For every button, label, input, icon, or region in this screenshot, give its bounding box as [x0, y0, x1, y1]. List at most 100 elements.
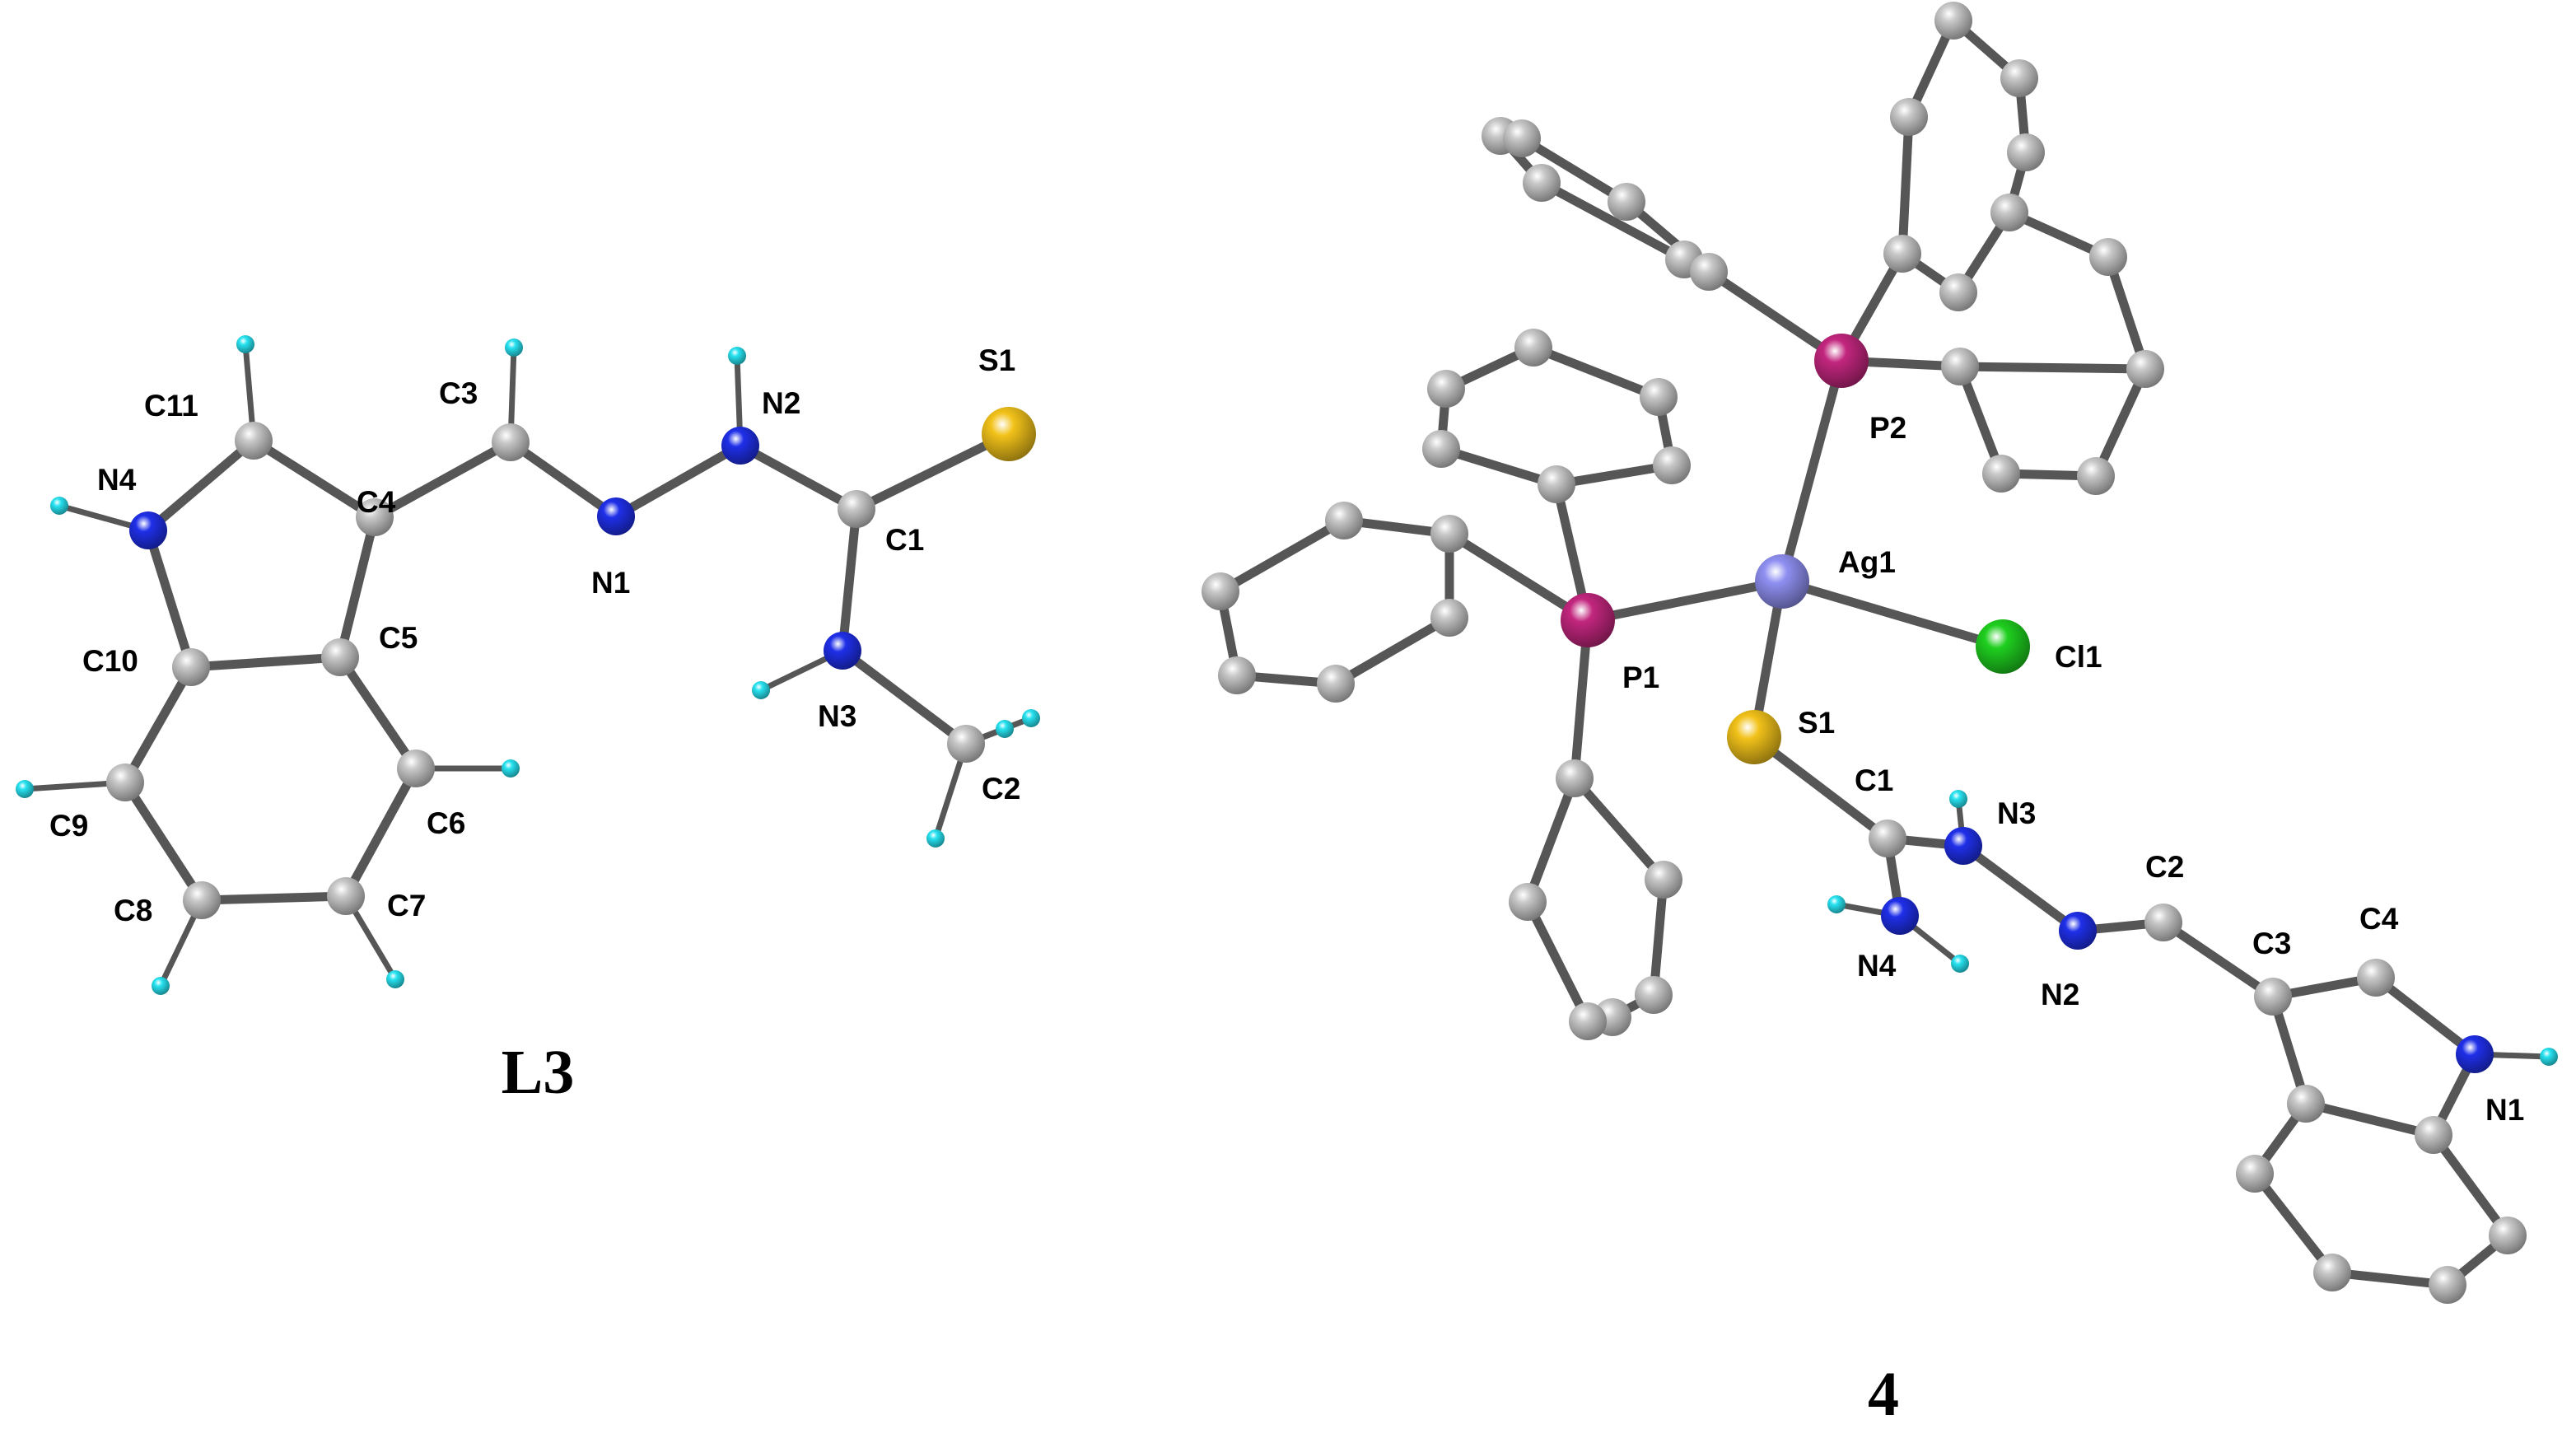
atom-label-n2: N2	[2041, 978, 2079, 1011]
atom-n1	[597, 497, 635, 535]
carbon-atom	[2489, 1217, 2527, 1254]
bond-c3-n1	[506, 437, 621, 521]
atom-p1	[1561, 593, 1615, 647]
bond-c7b-c9b	[2250, 1169, 2337, 1277]
complex-4-bonds	[1216, 16, 2552, 1290]
atom-c6	[397, 750, 435, 787]
atom-n3	[824, 632, 861, 670]
bond-s1b-c1b	[1749, 732, 1892, 843]
atom-label-n2: N2	[762, 386, 800, 420]
caption-4: 4	[1868, 1360, 1899, 1429]
bond-b2-b4	[1517, 133, 1631, 207]
carbon-atom	[1982, 455, 2020, 493]
carbon-atom	[1640, 378, 1678, 416]
hydrogen-atom	[236, 335, 254, 353]
bond-c4b-n1b	[2371, 973, 2480, 1059]
hydrogen-atom	[502, 759, 520, 778]
carbon-atom	[2415, 1116, 2452, 1154]
atom-s1	[1727, 710, 1781, 764]
hydrogen-atom	[505, 339, 523, 357]
carbon-atom	[1503, 119, 1541, 157]
atom-c10	[172, 648, 210, 686]
atom-ag1	[1755, 554, 1809, 609]
atom-label-cl1: Cl1	[2055, 640, 2102, 674]
bond-ag1-cl1	[1777, 577, 2008, 651]
atom-c5	[321, 638, 359, 676]
bond-f6-f4	[1331, 613, 1454, 689]
carbon-atom	[1427, 370, 1465, 408]
bond-c5-c10	[186, 652, 345, 672]
carbon-atom	[1422, 430, 1460, 468]
bond-n2-c1	[735, 441, 861, 514]
carbon-atom	[2000, 59, 2038, 97]
hydrogen-atom	[386, 970, 404, 988]
bond-g2-g4	[1523, 897, 1593, 1026]
atom-label-s1: S1	[1798, 706, 1835, 740]
bond-d4-d2	[2091, 364, 2150, 481]
atom-label-p2: P2	[1869, 411, 1906, 445]
atom-label-c3: C3	[439, 376, 478, 410]
carbon-atom	[1645, 861, 1682, 899]
bond-ag1-p1	[1583, 577, 1787, 625]
carbon-atom	[2126, 350, 2164, 388]
bond-n3-c2	[838, 646, 971, 749]
atom-label-n4: N4	[1857, 949, 1897, 983]
bond-d2-a8	[2103, 252, 2150, 374]
carbon-atom	[2089, 238, 2127, 276]
bond-c11-n4	[143, 436, 259, 535]
carbon-atom	[1538, 465, 1575, 503]
carbon-atom	[1325, 502, 1363, 539]
hydrogen-atom	[16, 780, 34, 798]
atom-label-ag1: Ag1	[1838, 545, 1896, 579]
l3-bonds	[21, 341, 1034, 989]
atom-label-c11: C11	[144, 389, 198, 423]
carbon-atom	[1990, 194, 2028, 231]
atom-label-n4: N4	[97, 463, 137, 497]
atom-c4	[2357, 959, 2395, 997]
bond-a3-a6	[1897, 112, 1914, 259]
atom-p2	[1814, 334, 1869, 388]
atom-label-n1: N1	[591, 566, 630, 600]
atom-c3	[492, 423, 530, 461]
carbon-atom	[1890, 98, 1928, 136]
carbon-atom	[2429, 1266, 2466, 1304]
carbon-atom	[1941, 348, 1979, 385]
atom-s1	[982, 407, 1036, 461]
bond-c4-c3	[370, 437, 516, 522]
bond-c5-c6	[335, 652, 421, 773]
atom-c2	[2144, 904, 2182, 941]
bond-e4-e6	[1436, 444, 1561, 489]
bond-f1-f3	[1216, 516, 1349, 596]
hydrogen-atom	[1827, 895, 1846, 913]
bond-p2-ag1	[1777, 356, 1846, 586]
atom-cl1	[1976, 619, 2030, 674]
bond-c10-c9	[120, 662, 196, 787]
bond-c5b-c6b	[2301, 1099, 2438, 1140]
carbon-atom	[1218, 656, 1256, 694]
atom-label-c2: C2	[2145, 850, 2184, 884]
bond-c8b-c6b	[2429, 1130, 2513, 1240]
hydrogen-atom	[996, 720, 1014, 738]
carbon-atom	[1430, 599, 1468, 637]
carbon-atom	[1635, 976, 1673, 1014]
bond-c4-c5	[335, 512, 380, 662]
l3-atoms	[16, 335, 1040, 995]
atom-c3	[2254, 978, 2292, 1016]
bond-c6-c7	[341, 764, 421, 901]
atom-label-n3: N3	[818, 699, 856, 733]
hydrogen-atom	[1951, 955, 1969, 973]
bond-g1-g3	[1570, 773, 1668, 885]
atom-label-n1: N1	[2485, 1093, 2524, 1127]
carbon-atom	[1514, 329, 1552, 367]
carbon-atom	[1608, 183, 1645, 221]
bond-c9-c8	[120, 778, 207, 905]
carbon-atom	[1523, 164, 1561, 202]
bond-f2-p1	[1444, 529, 1593, 625]
carbon-atom	[1653, 446, 1691, 484]
bond-d1-d2	[1955, 362, 2150, 374]
